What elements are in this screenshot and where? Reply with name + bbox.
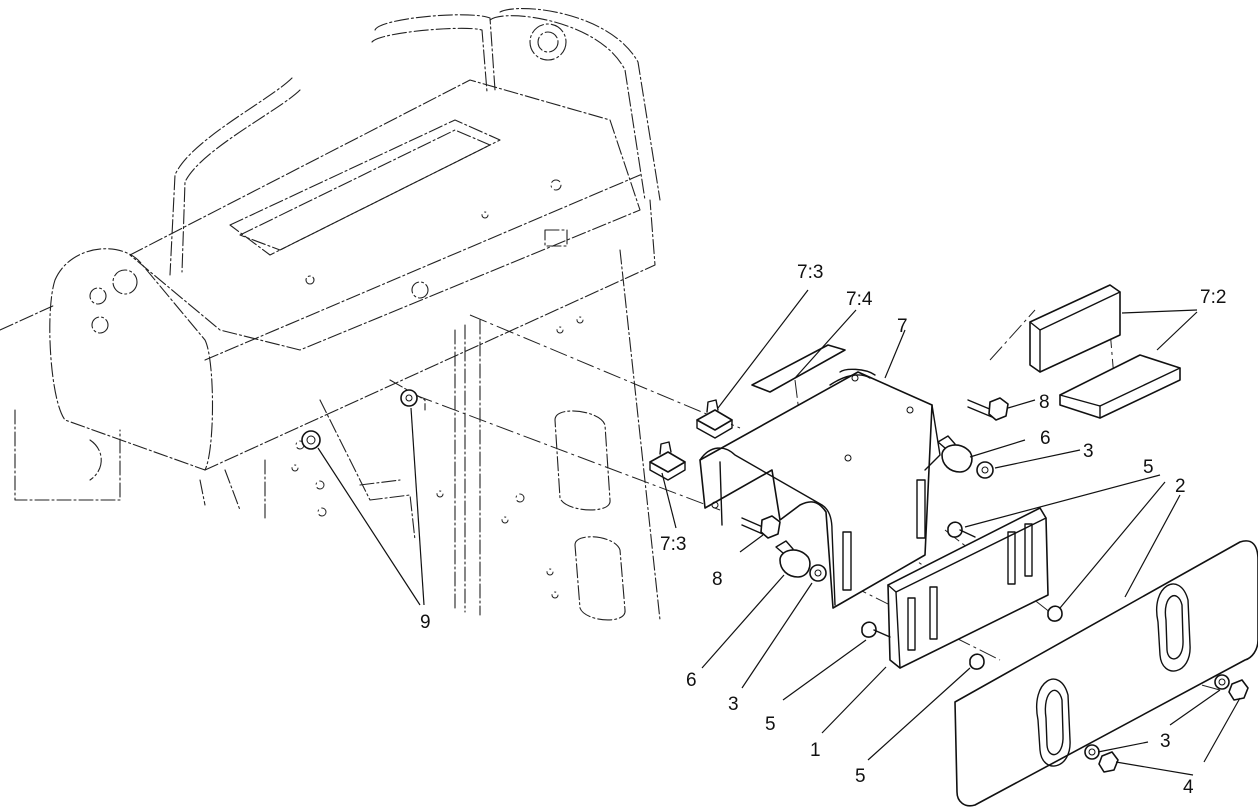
bolt-8-lower [741, 515, 781, 539]
clip-7-3-lower [649, 441, 686, 481]
plate-part-1 [887, 507, 1049, 669]
callout-7-3-top: 7:3 [797, 262, 823, 283]
callout-3-left: 3 [728, 694, 739, 715]
pins-5 [861, 521, 1063, 670]
callout-7-4: 7:4 [846, 289, 873, 310]
callout-6-upper: 6 [1040, 428, 1051, 449]
decal-7-4 [751, 344, 846, 393]
knob-6-upper [937, 435, 973, 473]
callout-7-3-bottom: 7:3 [660, 534, 686, 555]
callout-4: 4 [1183, 777, 1194, 798]
knob-6-lower [775, 540, 811, 578]
callout-3-right: 3 [1160, 731, 1171, 752]
washers-3 [809, 461, 1230, 760]
nuts-4 [1098, 679, 1249, 773]
callout-3-upper: 3 [1083, 441, 1094, 462]
bolt-8-upper [967, 397, 1009, 421]
phantom-frame [0, 7, 661, 621]
callout-7-2: 7:2 [1200, 287, 1226, 308]
callout-6-lower: 6 [686, 670, 697, 691]
leader-lines [317, 289, 1241, 776]
callout-7: 7 [897, 316, 908, 337]
panel-part-2 [954, 540, 1258, 807]
callout-9: 9 [420, 612, 431, 633]
clip-7-3-upper [696, 399, 733, 439]
callout-5-upper: 5 [1143, 457, 1154, 478]
callout-8-lower: 8 [712, 569, 723, 590]
callout-8-upper: 8 [1039, 392, 1050, 413]
callout-5-left: 5 [765, 714, 776, 735]
callout-2: 2 [1175, 476, 1186, 497]
callout-labels: 7:3 7:4 7 7:2 8 6 3 5 2 7:3 8 9 6 3 5 1 … [420, 262, 1226, 798]
pads-7-2 [1029, 284, 1181, 419]
spacers-9 [301, 389, 418, 450]
bracket-part-7 [699, 368, 941, 609]
callout-1: 1 [810, 740, 821, 761]
callout-5-bottom: 5 [855, 766, 866, 787]
